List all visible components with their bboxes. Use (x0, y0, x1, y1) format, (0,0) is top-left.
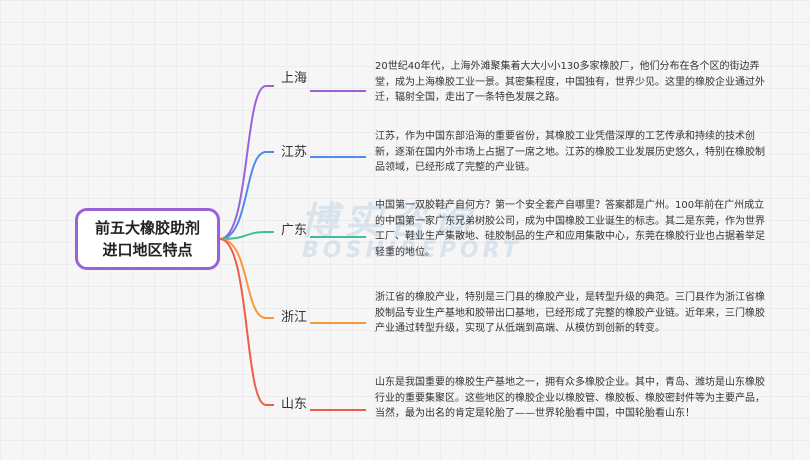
root-title-line-1: 前五大橡胶助剂 (94, 219, 200, 237)
watermark-logo: 博实咨询 BOSHIREPORT (300, 190, 630, 270)
root-title-line-2: 进口地区特点 (102, 241, 193, 259)
branch-guangdong[interactable]: 广东 (281, 223, 308, 238)
edge-root-jiangsu (219, 151, 274, 240)
desc-zhejiang: 浙江省的橡胶产业，特别是三门县的橡胶产业，是转型升级的典范。三门县作为浙江省橡胶… (375, 292, 765, 335)
root-node[interactable]: 前五大橡胶助剂 进口地区特点 (75, 208, 220, 270)
edge-root-zhejiang (219, 238, 274, 319)
watermark-chinese: 博实咨询 (300, 199, 477, 243)
edge-root-shanghai (219, 85, 274, 240)
desc-shanghai: 20世纪40年代，上海外滩聚集着大大小小130多家橡胶厂，他们分布在各个区的街边… (375, 61, 765, 104)
desc-jiangsu: 江苏，作为中国东部沿海的重要省份，其橡胶工业凭借深厚的工艺传承和持续的技术创新，… (375, 131, 765, 174)
branch-jiangsu[interactable]: 江苏 (281, 145, 308, 160)
desc-guangdong: 中国第一双胶鞋产自何方？第一个安全套产自哪里？答案都是广州。100年前在广州成立… (375, 200, 765, 258)
branch-shanghai[interactable]: 上海 (281, 71, 308, 86)
watermark-english: BOSHIREPORT (302, 238, 522, 263)
branch-shandong[interactable]: 山东 (281, 397, 308, 412)
desc-shandong: 山东是我国重要的橡胶生产基地之一，拥有众多橡胶企业。其中，青岛、潍坊是山东橡胶行… (375, 377, 765, 420)
edge-root-shandong (219, 238, 274, 406)
branch-zhejiang[interactable]: 浙江 (281, 310, 308, 325)
edge-root-guangdong (219, 231, 274, 240)
